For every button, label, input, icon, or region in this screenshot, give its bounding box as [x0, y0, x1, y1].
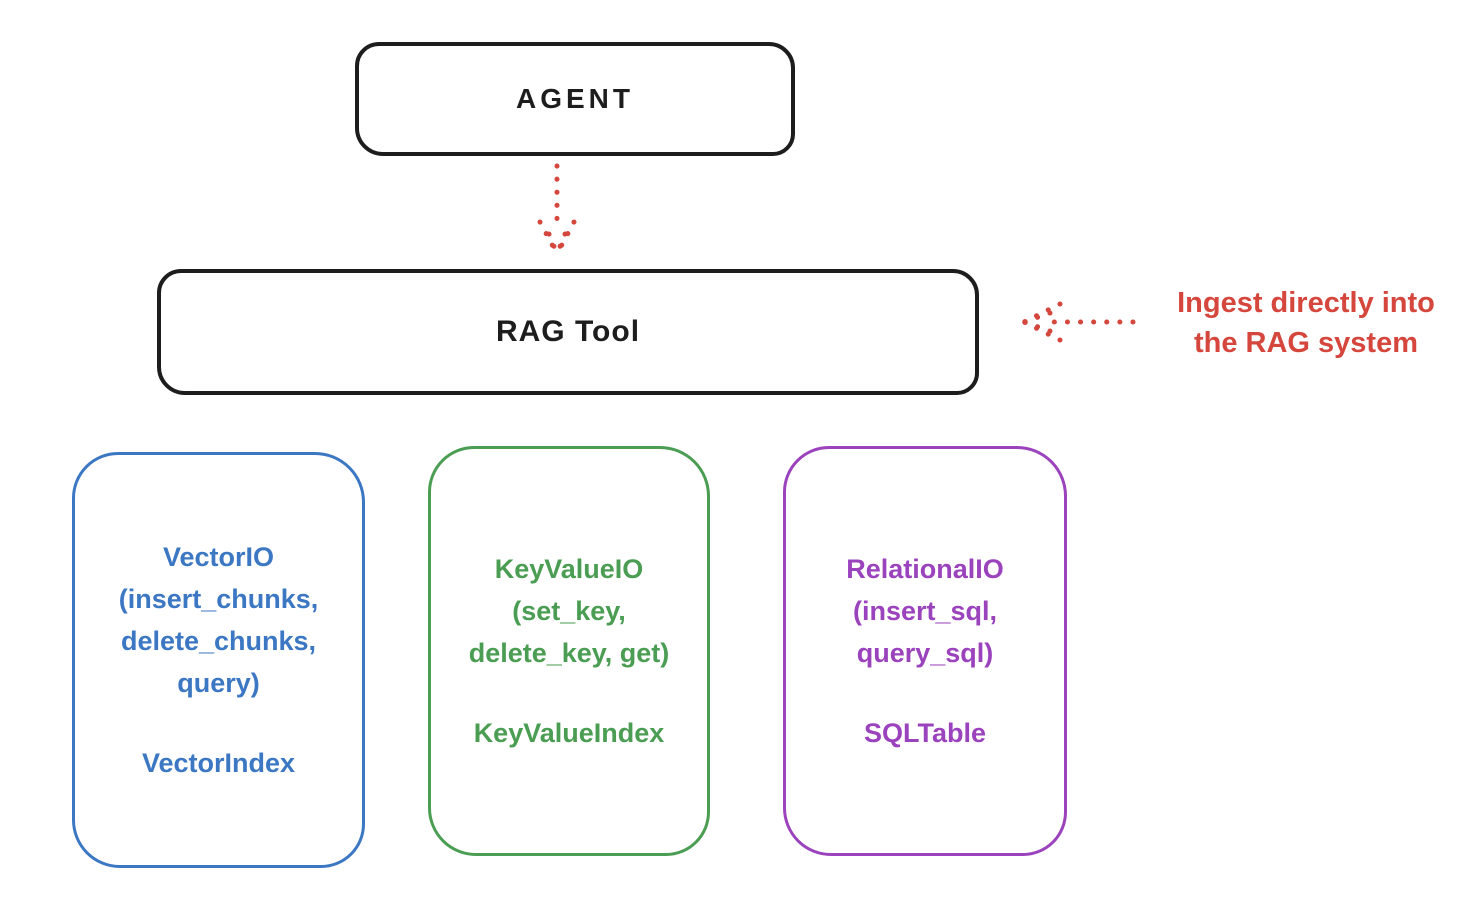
keyvalue-index-label: KeyValueIndex — [473, 718, 665, 748]
agent-to-rag-dotted-arrow-icon — [537, 163, 577, 257]
keyvalue-io-description: KeyValueIO (set_key, delete_key, get) — [469, 548, 670, 674]
rag-tool-label: RAG Tool — [495, 315, 641, 348]
relational-io-line: query_sql) — [856, 638, 994, 668]
vector-io-line: (insert_chunks, — [118, 584, 319, 614]
agent-node: AGENT — [355, 42, 795, 156]
relational-io-line: (insert_sql, — [852, 596, 998, 626]
relational-io-line: RelationalIO — [846, 554, 1004, 584]
sql-table-label: SQLTable — [863, 718, 986, 748]
vector-io-line: query) — [177, 668, 260, 698]
vector-index-label: VectorIndex — [141, 748, 296, 778]
vector-io-description: VectorIO (insert_chunks, delete_chunks, … — [119, 536, 319, 704]
ingest-dotted-arrow-icon — [1021, 301, 1136, 343]
ingest-annotation-line2: the RAG system — [1193, 327, 1418, 359]
ingest-annotation: Ingest directly into the RAG system — [1138, 283, 1474, 363]
relational-io-card: RelationalIO (insert_sql, query_sql) SQL… — [783, 446, 1067, 856]
relational-io-description: RelationalIO (insert_sql, query_sql) — [846, 548, 1004, 674]
ingest-annotation-line1: Ingest directly into — [1177, 287, 1435, 319]
keyvalue-io-card: KeyValueIO (set_key, delete_key, get) Ke… — [428, 446, 710, 856]
vector-io-line: delete_chunks, — [120, 626, 317, 656]
keyvalue-io-line: KeyValueIO — [494, 554, 644, 584]
keyvalue-io-line: delete_key, get) — [468, 638, 670, 668]
agent-label: AGENT — [516, 83, 634, 114]
vector-io-line: VectorIO — [162, 542, 275, 572]
vector-io-card: VectorIO (insert_chunks, delete_chunks, … — [72, 452, 365, 868]
rag-tool-node: RAG Tool — [157, 269, 979, 395]
keyvalue-io-line: (set_key, — [512, 596, 626, 626]
